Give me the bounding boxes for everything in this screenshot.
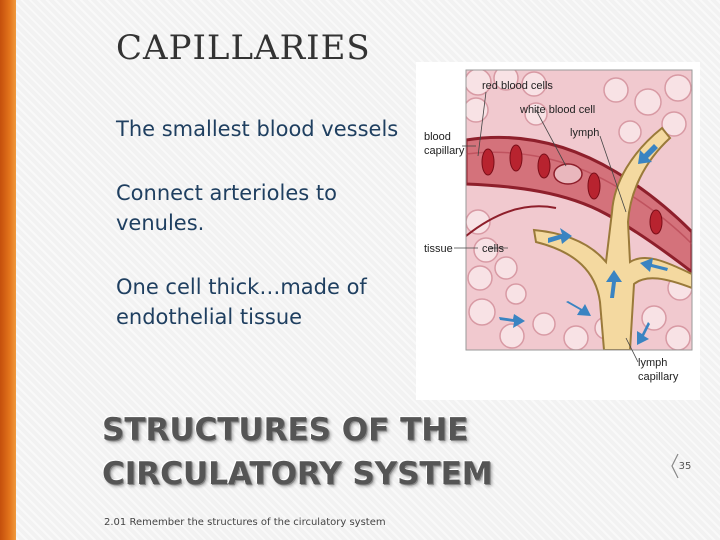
left-accent-bar [0, 0, 16, 540]
section-subtitle: STRUCTURES OF THE CIRCULATORY SYSTEM [102, 408, 522, 496]
bullet-item: The smallest blood vessels [116, 117, 399, 141]
label-cells: cells [482, 243, 505, 255]
capillary-diagram: red blood cells white blood cell lymph b… [416, 62, 700, 400]
bullet-list: The smallest blood vessels Connect arter… [116, 114, 406, 366]
subtitle-line: STRUCTURES OF THE [102, 412, 469, 448]
label-red-blood-cells: red blood cells [482, 80, 553, 92]
lymph-capillary [532, 126, 692, 350]
label-capillary: capillary [424, 145, 465, 157]
label-blood: blood [424, 131, 451, 143]
red-blood-cells [481, 144, 663, 235]
label-leader-lines [454, 91, 639, 363]
slide-number-bracket-icon [671, 453, 679, 479]
subtitle-line: CIRCULATORY SYSTEM [102, 456, 493, 492]
bullet-item: Connect arterioles to venules. [116, 181, 337, 235]
label-lymph-capillary-line2: capillary [638, 371, 679, 383]
slide-number-text: 35 [678, 460, 692, 472]
label-lymph-capillary-line1: lymph [638, 357, 667, 369]
label-tissue: tissue [424, 243, 453, 255]
label-lymph: lymph [570, 127, 599, 139]
label-white-blood-cell: white blood cell [519, 104, 595, 116]
tissue-cells [466, 70, 692, 350]
white-blood-cell [553, 163, 583, 185]
slide-footer: 2.01 Remember the structures of the circ… [104, 517, 386, 528]
slide-title: CAPILLARIES [116, 28, 371, 68]
flow-arrows [499, 144, 668, 345]
bullet-item: One cell thick…made of endothelial tissu… [116, 275, 367, 329]
slide-number: 35 [670, 452, 700, 480]
